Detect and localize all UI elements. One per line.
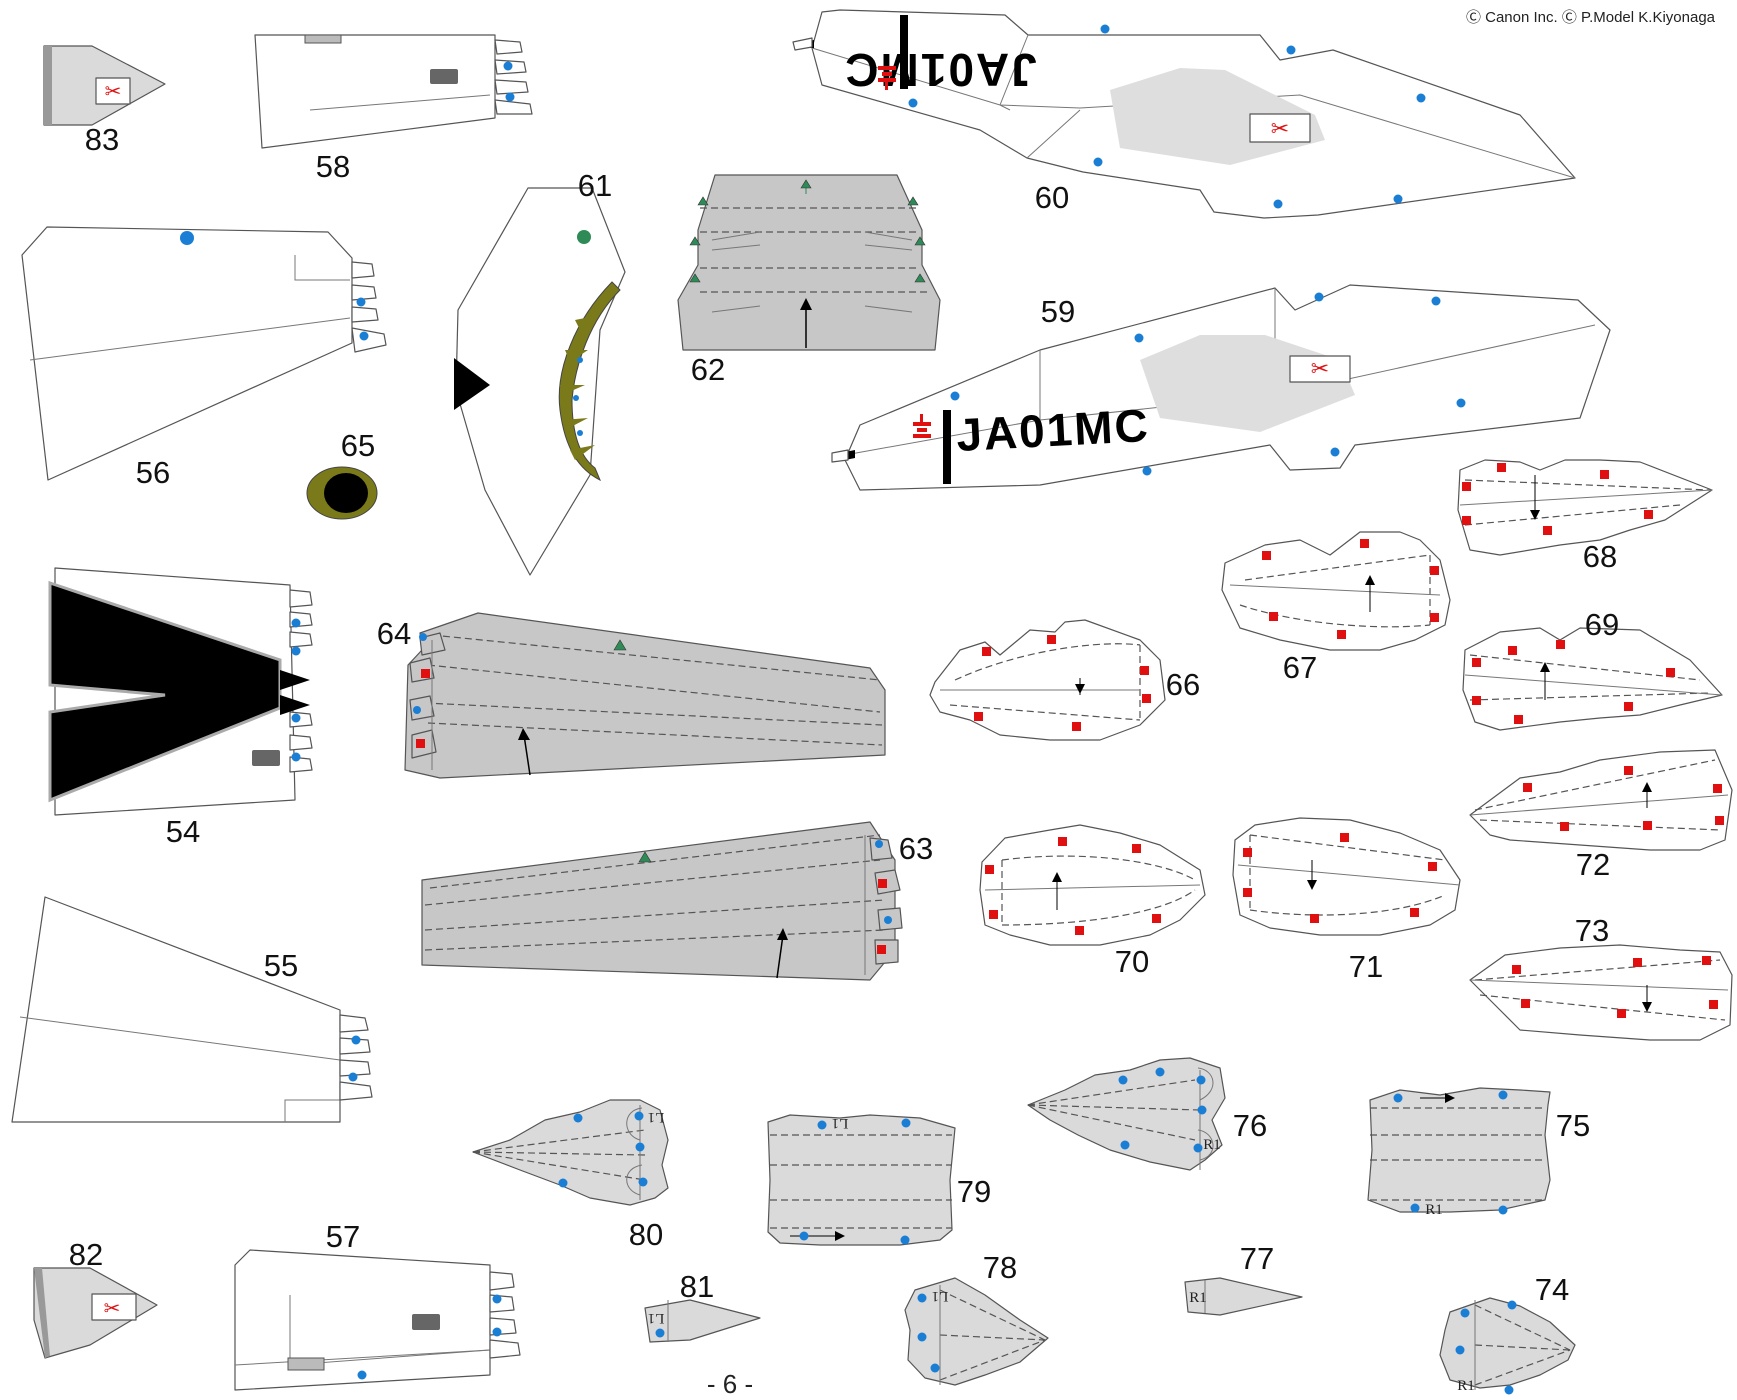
part-label-64: 64 [377, 616, 411, 651]
registration-mirrored: JA01MC [843, 44, 1037, 96]
part-66 [929, 619, 1166, 741]
part-label-71: 71 [1349, 949, 1383, 984]
part-75: R1 [1367, 1087, 1551, 1218]
part-label-62: 62 [691, 352, 725, 387]
scissors-icon: ✂ [105, 81, 122, 103]
copyright-notice: Ⓒ Canon Inc. Ⓒ P.Model K.Kiyonaga [1466, 9, 1716, 26]
part-label-75: 75 [1556, 1108, 1590, 1143]
part-label-61: 61 [578, 168, 612, 203]
part-label-60: 60 [1035, 180, 1069, 215]
part-label-73: 73 [1575, 913, 1609, 948]
part-73 [1469, 944, 1733, 1041]
part-72 [1469, 749, 1733, 851]
part-70 [979, 824, 1206, 946]
scissors-icon: ✂ [1271, 116, 1289, 141]
part-74: R1 [1439, 1297, 1576, 1395]
tab-mark-l1: L1 [832, 1115, 849, 1131]
part-label-65: 65 [341, 428, 375, 463]
part-label-83: 83 [85, 122, 119, 157]
part-79: L1 [767, 1114, 956, 1246]
part-83: ✂ [43, 45, 166, 126]
part-63 [421, 821, 903, 981]
part-label-77: 77 [1240, 1241, 1274, 1276]
part-label-68: 68 [1583, 539, 1617, 574]
tab-mark-r1: R1 [1457, 1378, 1475, 1394]
part-78: L1 [904, 1277, 1049, 1386]
tab-mark-l1: L1 [648, 1109, 665, 1125]
scissors-icon: ✂ [104, 1298, 121, 1320]
part-55 [11, 896, 373, 1123]
part-77: R1 [1184, 1277, 1303, 1316]
part-57 [234, 1249, 521, 1391]
part-69 [1462, 627, 1723, 731]
part-58 [254, 34, 533, 149]
scissors-icon: ✂ [1311, 356, 1329, 381]
part-64 [404, 612, 886, 779]
part-label-55: 55 [264, 948, 298, 983]
part-68 [1457, 459, 1713, 556]
part-81: L1 [644, 1299, 761, 1343]
part-label-59: 59 [1041, 294, 1075, 329]
rooster-emblem-icon [878, 66, 896, 90]
part-label-78: 78 [983, 1250, 1017, 1285]
page-number: - 6 - [707, 1369, 753, 1399]
part-59: ✂ JA01MC [831, 284, 1611, 491]
part-label-56: 56 [136, 455, 170, 490]
part-label-76: 76 [1233, 1108, 1267, 1143]
rooster-emblem-icon [913, 414, 931, 438]
part-label-70: 70 [1115, 944, 1149, 979]
part-label-69: 69 [1585, 607, 1619, 642]
part-label-72: 72 [1576, 847, 1610, 882]
tab-mark-l1: L1 [648, 1310, 665, 1326]
part-76: R1 [1027, 1057, 1226, 1171]
part-56 [21, 226, 387, 481]
tab-mark-l1: L1 [932, 1288, 949, 1304]
part-60: ✂ JA01MC [792, 9, 1576, 219]
part-71 [1232, 817, 1461, 936]
part-label-82: 82 [69, 1237, 103, 1272]
part-65 [306, 466, 378, 520]
part-label-54: 54 [166, 814, 200, 849]
registration-label: JA01MC [955, 399, 1151, 461]
tab-mark-r1: R1 [1203, 1137, 1221, 1153]
part-label-66: 66 [1166, 667, 1200, 702]
part-80: L1 [472, 1099, 669, 1206]
part-label-57: 57 [326, 1219, 360, 1254]
part-label-80: 80 [629, 1217, 663, 1252]
part-label-81: 81 [680, 1269, 714, 1304]
part-62 [677, 174, 941, 351]
part-82: ✂ [33, 1267, 158, 1359]
part-label-63: 63 [899, 831, 933, 866]
part-67 [1221, 531, 1451, 651]
part-label-74: 74 [1535, 1272, 1569, 1307]
part-label-67: 67 [1283, 650, 1317, 685]
part-label-58: 58 [316, 149, 350, 184]
tab-mark-r1: R1 [1189, 1290, 1207, 1306]
part-label-79: 79 [957, 1174, 991, 1209]
tab-mark-r1: R1 [1425, 1202, 1443, 1218]
part-61 [454, 187, 626, 576]
part-54 [48, 567, 313, 816]
